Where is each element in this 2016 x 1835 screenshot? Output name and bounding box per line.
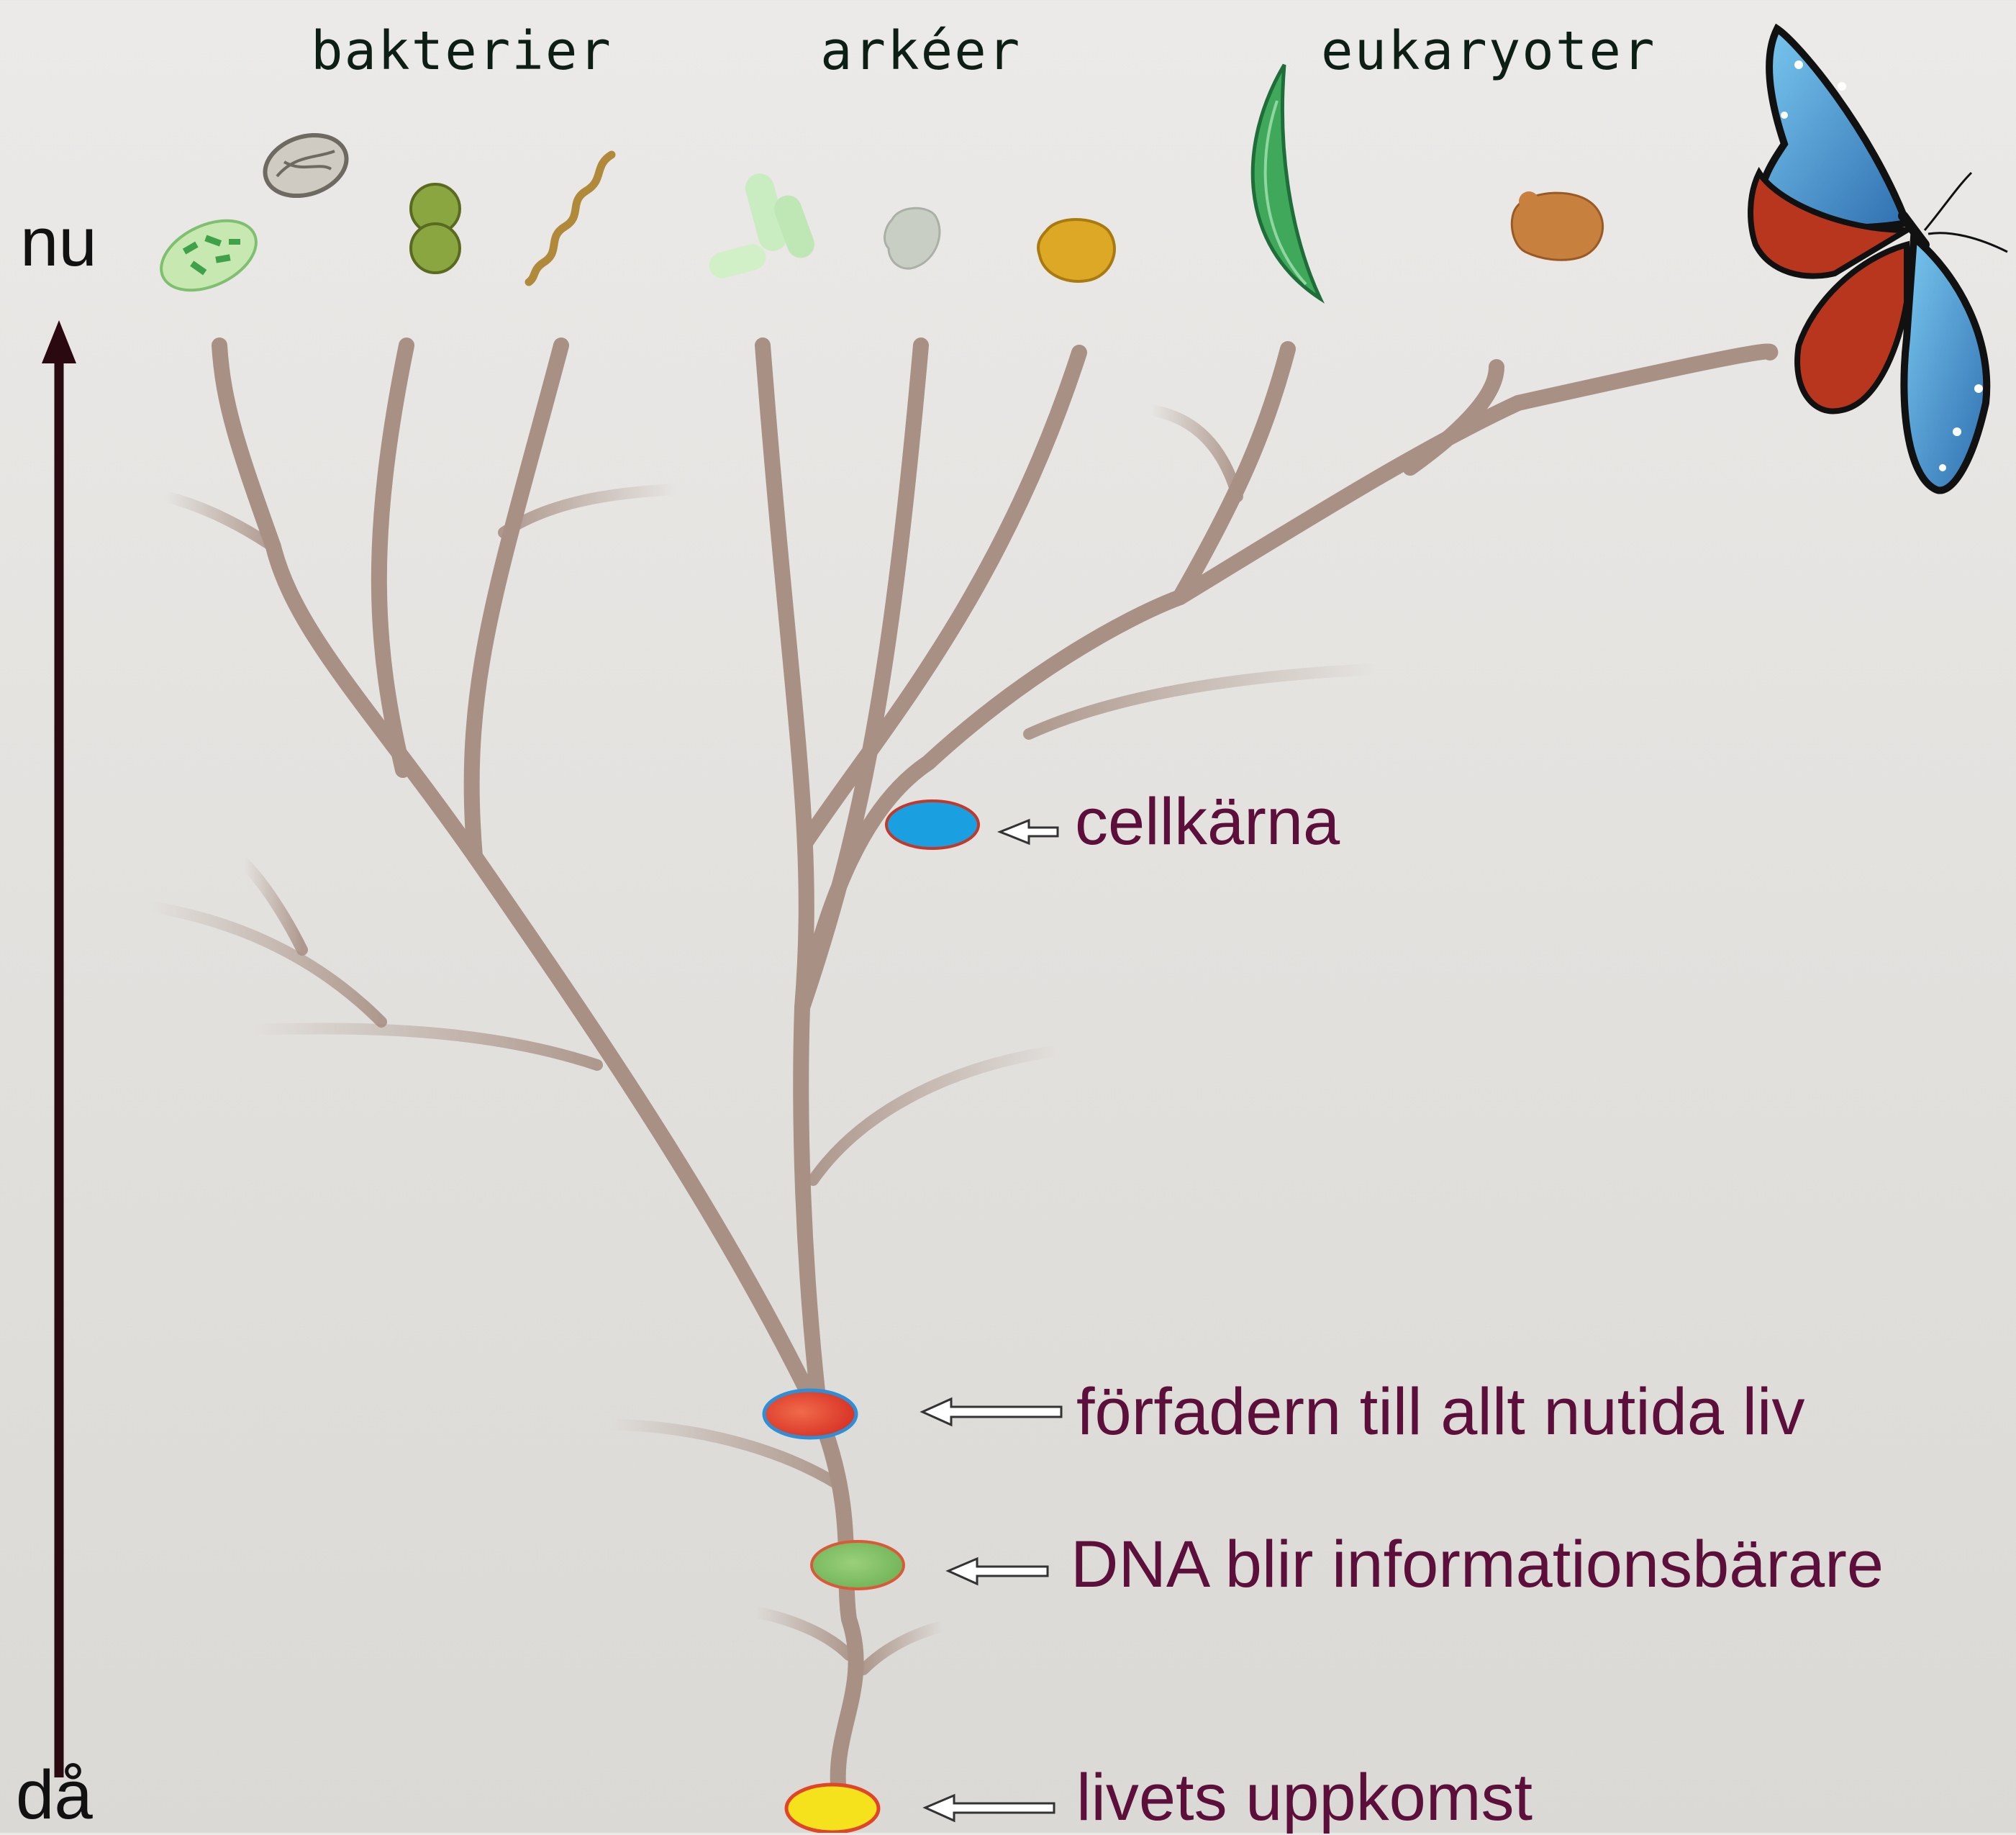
event-label-origin-of-life: livets uppkomst (1076, 1764, 1533, 1831)
group-label-bacteria: bakterier (311, 20, 612, 82)
group-label-eukaryotes: eukaryoter (1321, 20, 1656, 82)
time-axis-then-label: då (16, 1756, 93, 1835)
bacterium-diplococcus-icon (411, 184, 460, 273)
event-label-dna: DNA blir informationsbärare (1071, 1531, 1884, 1598)
nucleus-marker (886, 801, 979, 848)
dna-marker (812, 1541, 904, 1589)
archaea-yellow-icon (1038, 219, 1114, 281)
origin-of-life-marker (786, 1785, 878, 1832)
group-label-archaea: arkéer (820, 20, 1021, 82)
bacterium-grey-icon (257, 125, 354, 206)
event-label-common-ancestor: förfadern till allt nutida liv (1076, 1379, 1805, 1445)
time-axis-arrow (42, 320, 76, 1777)
time-axis-now-label: nu (20, 203, 97, 282)
pointer-arrows (922, 820, 1061, 1821)
event-label-nucleus: cellkärna (1075, 789, 1340, 855)
bacterium-green-icon (150, 207, 267, 304)
eukaryote-amoeba-icon (1512, 191, 1602, 260)
archaea-grey-icon (885, 208, 940, 268)
common-ancestor-marker (764, 1390, 856, 1438)
eukaryote-diatom-icon (1253, 65, 1320, 299)
archaea-rods-icon (707, 171, 819, 281)
bacterium-spirochete-icon (529, 155, 612, 282)
butterfly-icon (1751, 29, 2007, 491)
